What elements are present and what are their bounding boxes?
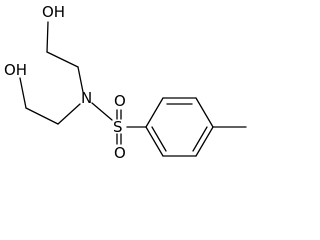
ring-bond-4 xyxy=(195,126,214,157)
bond-o-c-lower xyxy=(19,77,27,109)
bond-n-s xyxy=(91,102,113,121)
label-oh-upper: OH xyxy=(42,3,65,21)
ring-bond-6 xyxy=(145,126,164,157)
label-sulfur: S xyxy=(113,118,123,136)
label-nitrogen: N xyxy=(81,89,92,107)
bond-c-c-upper xyxy=(46,51,79,68)
bond-c-n-upper xyxy=(77,66,84,93)
molecule-drawing: OH OH N S O O xyxy=(4,3,247,162)
structure-diagram: OH OH N S O O xyxy=(4,3,247,162)
ring-inner-bond-3 xyxy=(151,126,167,152)
label-oxygen-upper: O xyxy=(114,92,126,110)
ring-inner-bond-2 xyxy=(192,126,208,152)
label-oxygen-lower: O xyxy=(114,144,126,162)
bond-c-n-lower xyxy=(57,103,81,125)
bond-o-c-upper xyxy=(46,21,49,53)
ring-bond-1 xyxy=(145,97,164,128)
label-oh-lower: OH xyxy=(4,61,27,79)
bond-c-c-lower xyxy=(25,107,59,125)
ring-bond-3 xyxy=(195,97,214,128)
